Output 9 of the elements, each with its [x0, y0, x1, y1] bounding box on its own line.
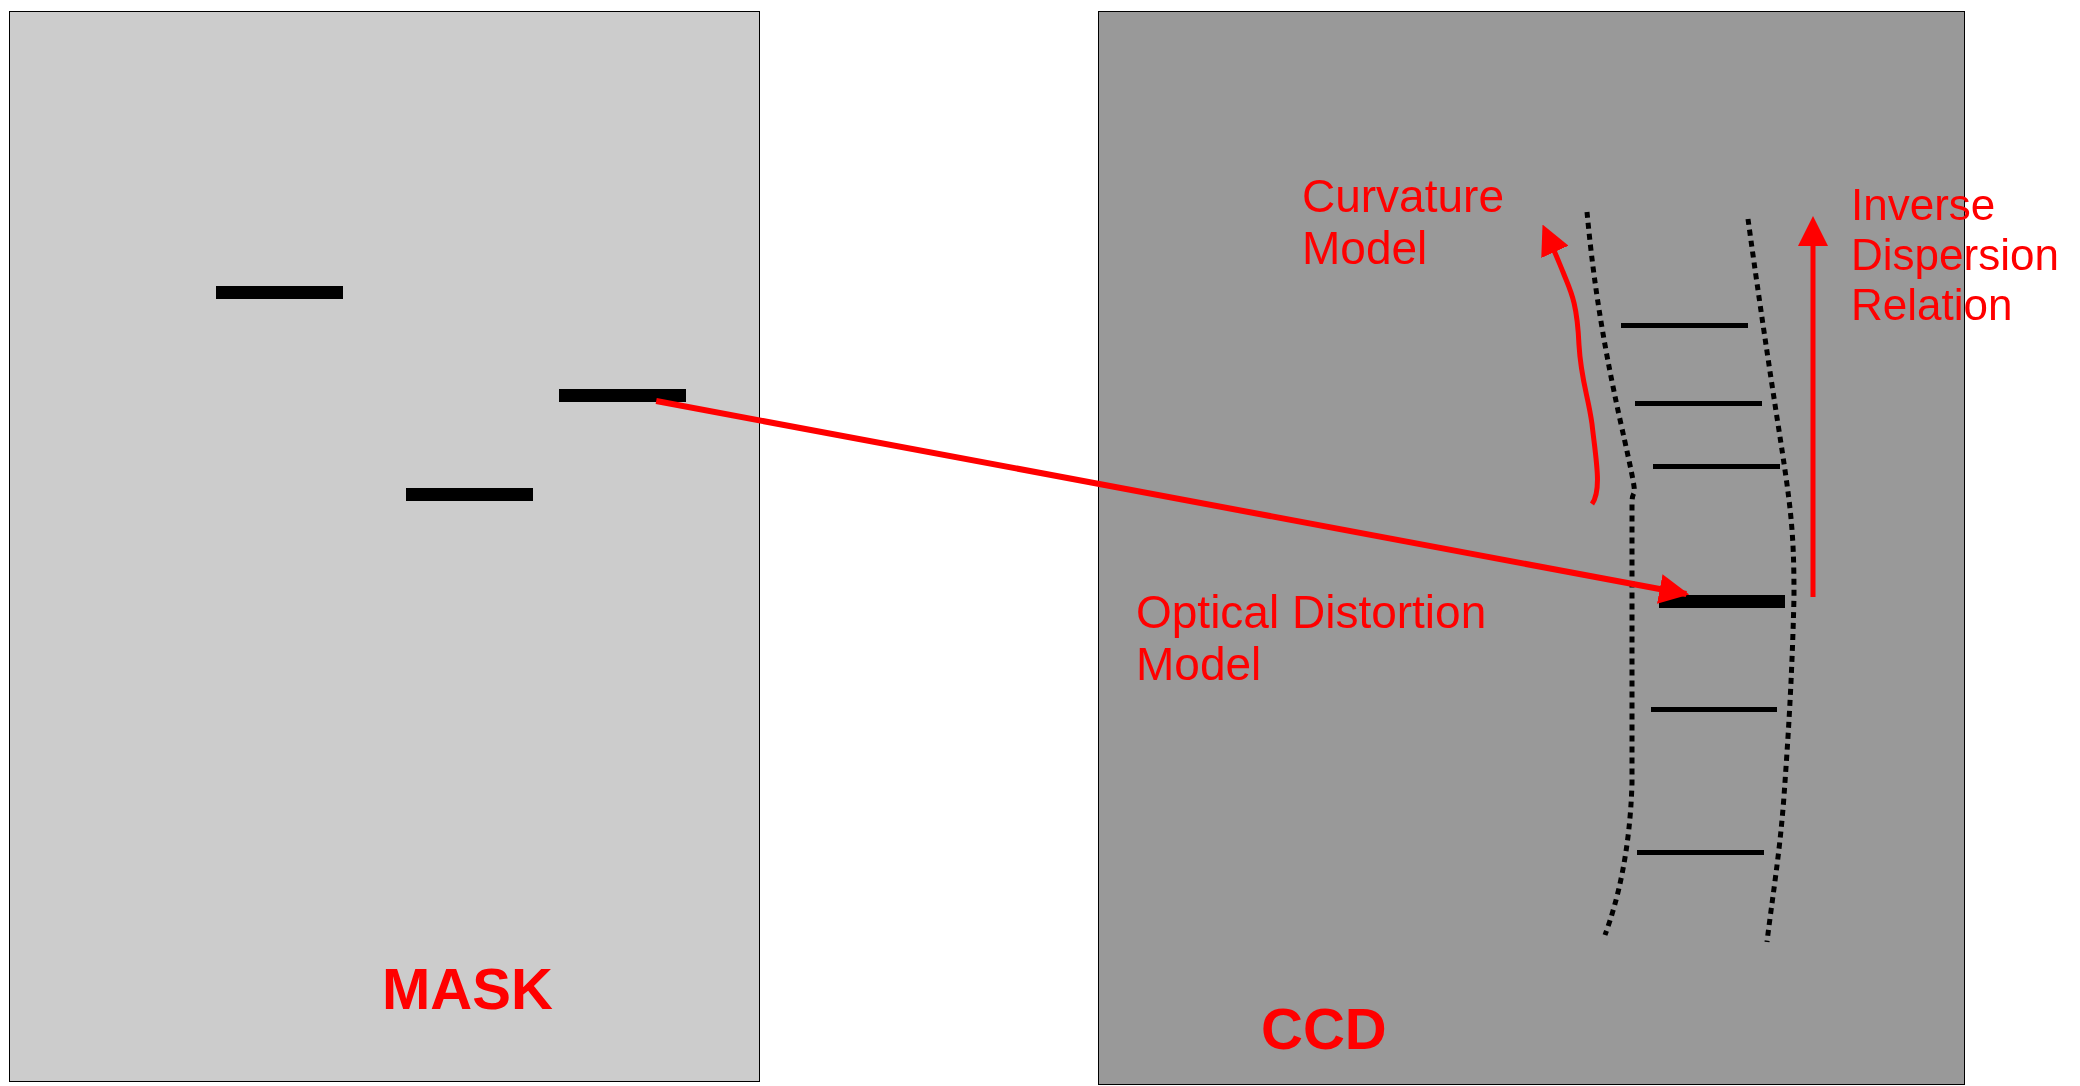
panel-title: MASK [382, 960, 553, 1018]
panel-title: CCD [1261, 1000, 1387, 1058]
slit-bar [216, 286, 343, 299]
mask-panel [9, 11, 760, 1082]
annotation-label: Optical Distortion Model [1136, 586, 1488, 691]
annotation-label: Curvature Model [1302, 170, 1505, 275]
slit-bar [406, 488, 533, 501]
arrow [655, 398, 1690, 604]
slit-bar [559, 389, 686, 402]
